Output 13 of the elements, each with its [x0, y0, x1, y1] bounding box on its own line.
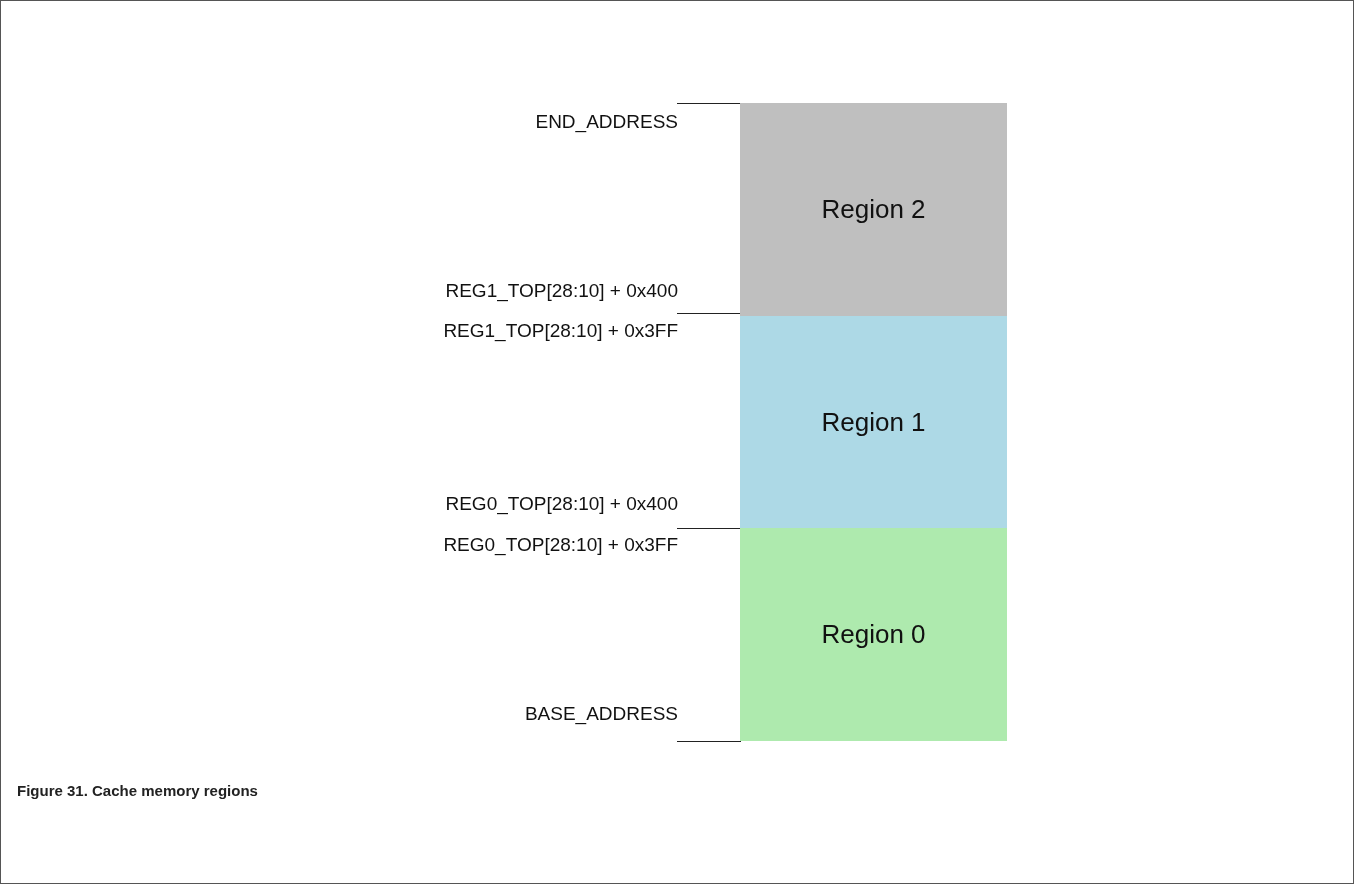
address-label: REG1_TOP[28:10] + 0x400: [445, 280, 678, 302]
address-label: REG0_TOP[28:10] + 0x400: [445, 493, 678, 515]
region-label: Region 1: [821, 406, 926, 438]
address-label: BASE_ADDRESS: [524, 703, 678, 725]
address-label: REG0_TOP[28:10] + 0x3FF: [443, 534, 678, 556]
memory-region-block: [740, 528, 1007, 741]
address-label: REG1_TOP[28:10] + 0x3FF: [443, 320, 678, 342]
figure-caption: Figure 31. Cache memory regions: [17, 782, 258, 799]
memory-region-block: [740, 103, 1007, 316]
region-label: Region 0: [821, 619, 926, 650]
memory-region-block: [740, 316, 1007, 528]
address-label: END_ADDRESS: [535, 111, 678, 133]
region-label: Region 2: [821, 194, 926, 225]
